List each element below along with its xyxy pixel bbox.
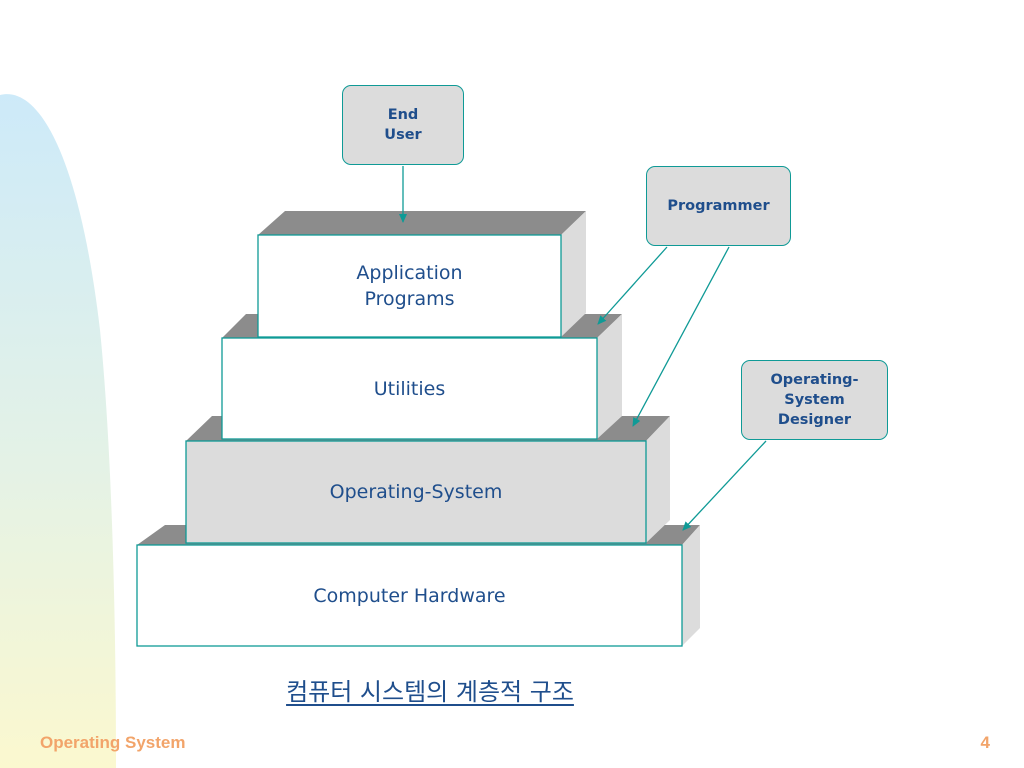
footer-title: Operating System — [40, 733, 186, 752]
layer-label-application-programs: Application Programs — [356, 262, 463, 310]
background-swoosh — [0, 94, 116, 768]
diagram-caption: 컴퓨터 시스템의 계층적 구조 — [286, 678, 574, 706]
role-box-programmer: Programmer — [646, 166, 791, 246]
layer-block-application-programs — [257, 211, 586, 338]
layer-label-utilities: Utilities — [373, 377, 446, 400]
layer-label-operating-system: Operating-System — [329, 481, 503, 503]
arrow-os-designer-hardware — [682, 440, 767, 531]
role-box-end-user: End User — [342, 85, 464, 165]
role-box-os-designer: Operating- System Designer — [741, 360, 888, 440]
layer-label-computer-hardware: Computer Hardware — [313, 584, 506, 607]
page-number: 4 — [980, 733, 990, 752]
arrow-programmer-operating-system — [632, 246, 730, 427]
arrow-programmer-utilities — [597, 246, 668, 325]
